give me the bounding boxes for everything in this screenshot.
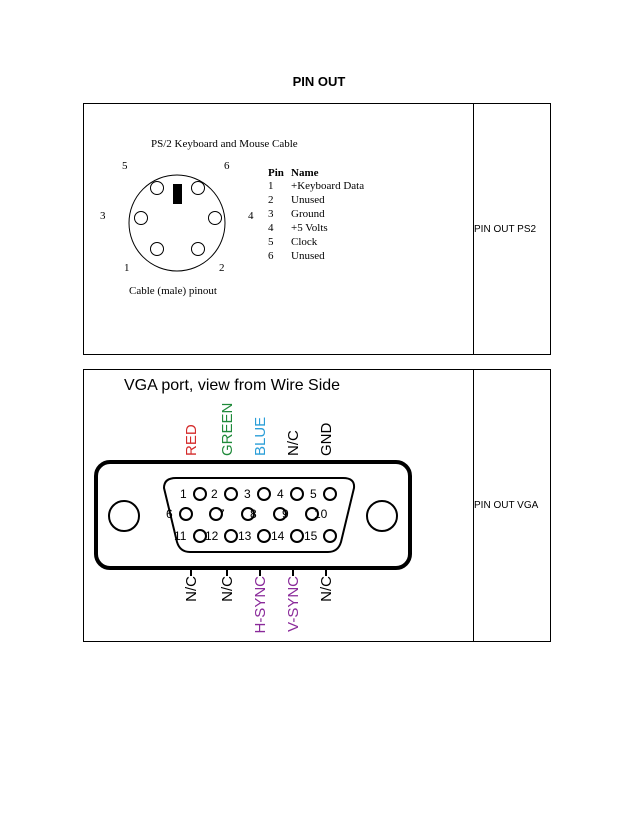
vga-pin-5 bbox=[323, 487, 337, 501]
vga-pin-10 bbox=[305, 507, 319, 521]
ps2-pin-5 bbox=[150, 181, 164, 195]
ps2-row: PS/2 Keyboard and Mouse Cable 5 6 3 4 1 … bbox=[83, 103, 551, 355]
top-wire-label: RED bbox=[183, 424, 200, 456]
ps2-pin-label: 3 bbox=[100, 210, 106, 222]
vga-pin-14 bbox=[290, 529, 304, 543]
pin-column-header: Pin bbox=[268, 167, 284, 179]
top-wire-label: GREEN bbox=[219, 403, 236, 456]
pin-number: 6 bbox=[268, 250, 274, 262]
pin-number: 5 bbox=[268, 236, 274, 248]
vga-pin-number: 13 bbox=[238, 529, 252, 543]
ps2-caption: Cable (male) pinout bbox=[129, 285, 217, 297]
ps2-pin-label: 6 bbox=[224, 160, 230, 172]
vga-pin-number: 11 bbox=[174, 529, 187, 543]
ps2-pin-4 bbox=[208, 211, 222, 225]
vga-pin-3 bbox=[257, 487, 271, 501]
ps2-heading: PS/2 Keyboard and Mouse Cable bbox=[151, 138, 298, 150]
pin-number: 2 bbox=[268, 194, 274, 206]
pin-name: Ground bbox=[291, 208, 325, 220]
vga-pin-number: 3 bbox=[244, 487, 251, 501]
vga-pin-7 bbox=[209, 507, 223, 521]
ps2-pin-label: 5 bbox=[122, 160, 128, 172]
row-spacer bbox=[84, 355, 551, 370]
top-wire-label: BLUE bbox=[252, 417, 269, 456]
ps2-connector-outline bbox=[128, 174, 226, 272]
pin-name: +Keyboard Data bbox=[291, 180, 364, 192]
spacer-cell bbox=[84, 355, 551, 370]
ps2-diagram: PS/2 Keyboard and Mouse Cable 5 6 3 4 1 … bbox=[100, 138, 364, 297]
vga-d-sub bbox=[162, 477, 356, 553]
vga-pin-8 bbox=[241, 507, 255, 521]
bottom-wire-labels: N/C N/C H-SYNC V-SYNC N/C bbox=[183, 576, 335, 634]
vga-pin-number: 4 bbox=[277, 487, 284, 501]
pin-number: 4 bbox=[268, 222, 274, 234]
ps2-pin-6 bbox=[191, 181, 205, 195]
page-title: PIN OUT bbox=[292, 74, 346, 89]
vga-pin-number: 7 bbox=[218, 507, 225, 521]
vga-pin-15 bbox=[323, 529, 337, 543]
ps2-pin-3 bbox=[134, 211, 148, 225]
vga-pin-1 bbox=[193, 487, 207, 501]
vga-pin-13 bbox=[257, 529, 271, 543]
ps2-label: PIN OUT PS2 bbox=[473, 103, 551, 355]
top-wire-label: GND bbox=[318, 423, 335, 457]
vga-label: PIN OUT VGA bbox=[473, 369, 551, 642]
ps2-pin-1 bbox=[150, 242, 164, 256]
vga-pin-6 bbox=[179, 507, 193, 521]
vga-pin-9 bbox=[273, 507, 287, 521]
vga-pin-number: 14 bbox=[271, 529, 285, 543]
left-mount-hole bbox=[108, 500, 140, 532]
pin-name: Clock bbox=[291, 236, 318, 248]
bottom-wire-label: H-SYNC bbox=[252, 576, 269, 634]
pin-name: Unused bbox=[291, 250, 325, 262]
vga-heading: VGA port, view from Wire Side bbox=[124, 377, 340, 394]
vga-pin-number: 10 bbox=[314, 507, 328, 521]
bottom-wire-label: N/C bbox=[318, 576, 335, 602]
pin-name: Unused bbox=[291, 194, 325, 206]
vga-pin-number: 1 bbox=[180, 487, 187, 501]
vga-pin-12 bbox=[224, 529, 238, 543]
name-column-header: Name bbox=[291, 167, 319, 179]
vga-pin-2 bbox=[224, 487, 238, 501]
bottom-wire-label: V-SYNC bbox=[285, 576, 302, 632]
vga-pin-11 bbox=[193, 529, 207, 543]
vga-pin-number: 5 bbox=[310, 487, 317, 501]
ps2-figure-cell: PS/2 Keyboard and Mouse Cable 5 6 3 4 1 … bbox=[83, 103, 474, 355]
ps2-pin-label: 4 bbox=[248, 210, 254, 222]
vga-pin-number: 15 bbox=[304, 529, 318, 543]
vga-pin-number: 2 bbox=[211, 487, 218, 501]
pin-number: 1 bbox=[268, 180, 274, 192]
ps2-pin-label: 2 bbox=[219, 262, 225, 274]
vga-pin-number: 6 bbox=[166, 507, 173, 521]
pin-number: 3 bbox=[268, 208, 274, 220]
vga-pin-number: 12 bbox=[205, 529, 219, 543]
pinout-table: PS/2 Keyboard and Mouse Cable 5 6 3 4 1 … bbox=[83, 103, 551, 642]
ps2-key-notch bbox=[173, 184, 182, 204]
right-mount-hole bbox=[366, 500, 398, 532]
vga-pin-4 bbox=[290, 487, 304, 501]
bottom-wire-label: N/C bbox=[183, 576, 200, 602]
bottom-wire-label: N/C bbox=[219, 576, 236, 602]
ps2-pin-label: 1 bbox=[124, 262, 130, 274]
vga-pin-number: 8 bbox=[250, 507, 257, 521]
pin-name: +5 Volts bbox=[291, 222, 328, 234]
ps2-pin-2 bbox=[191, 242, 205, 256]
vga-pin-number: 9 bbox=[282, 507, 289, 521]
top-wire-labels: RED GREEN BLUE N/C GND bbox=[183, 403, 335, 456]
top-wire-label: N/C bbox=[285, 430, 302, 456]
